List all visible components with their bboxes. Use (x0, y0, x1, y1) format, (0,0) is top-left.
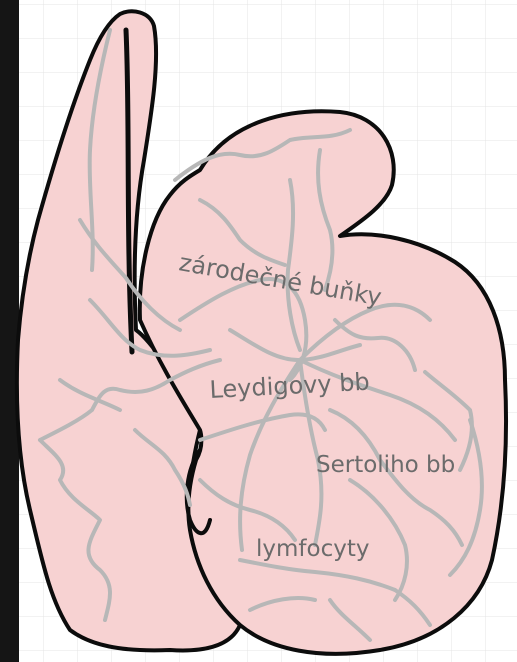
label-lymphocytes: lymfocyty (256, 536, 369, 562)
label-sertoli-cells: Sertoliho bb (316, 452, 455, 478)
left-edge-strip (0, 0, 19, 662)
